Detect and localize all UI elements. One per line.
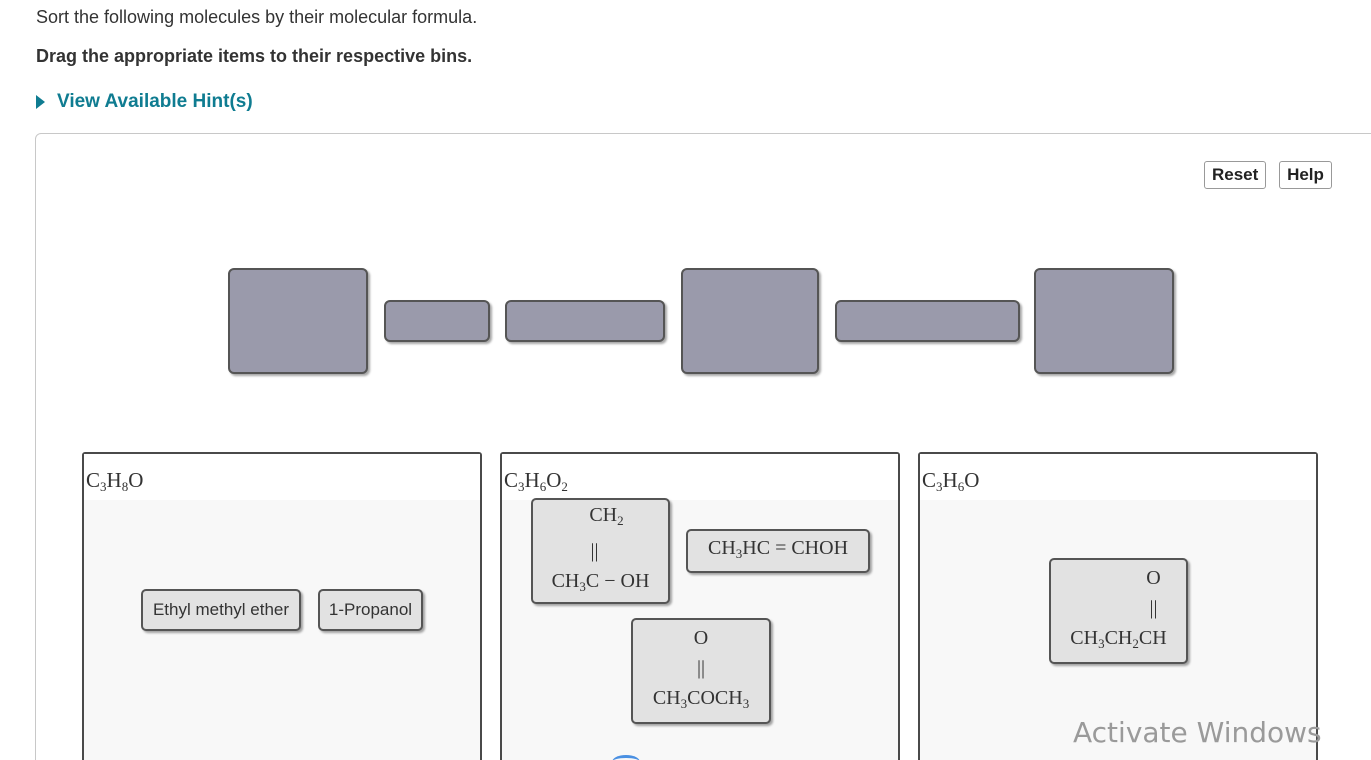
- double-bond: ||: [1149, 597, 1158, 619]
- draggable-item[interactable]: Ethyl methyl ether: [141, 589, 301, 631]
- bin-label: C3H6O2: [502, 454, 898, 500]
- formula-line: CH3HC = CHOH: [707, 537, 849, 561]
- item-label: Ethyl methyl ether: [152, 600, 290, 619]
- double-bond: ||: [696, 657, 705, 679]
- loading-indicator: [612, 755, 640, 760]
- drop-slot[interactable]: [1034, 268, 1174, 374]
- structure-line: CH3CH2CH: [1070, 627, 1167, 651]
- activate-windows-watermark: Activate Windows: [1073, 716, 1322, 749]
- structure-line: CH3C − OH: [551, 570, 650, 594]
- item-label: 1-Propanol: [328, 600, 413, 619]
- draggable-item[interactable]: 1-Propanol: [318, 589, 423, 631]
- structure-line: CH2: [589, 504, 624, 528]
- drop-slot[interactable]: [228, 268, 368, 374]
- bin-label: C3H6O: [920, 454, 1316, 500]
- drop-slot[interactable]: [505, 300, 665, 342]
- help-button[interactable]: Help: [1279, 161, 1332, 189]
- view-hints-link[interactable]: View Available Hint(s): [36, 91, 253, 113]
- drag-instruction: Drag the appropriate items to their resp…: [36, 46, 473, 66]
- bin-label: C3H8O: [84, 454, 480, 500]
- structure-line: O: [693, 627, 709, 649]
- double-bond: ||: [590, 540, 599, 562]
- reset-button[interactable]: Reset: [1204, 161, 1266, 189]
- drop-slot[interactable]: [835, 300, 1020, 342]
- structure-line: CH3COCH3: [652, 687, 750, 711]
- instruction-text: Sort the following molecules by their mo…: [36, 7, 478, 27]
- drop-slot[interactable]: [681, 268, 819, 374]
- view-hints-label: View Available Hint(s): [57, 91, 253, 112]
- draggable-structure[interactable]: CH2 || CH3C − OH: [531, 498, 670, 604]
- draggable-structure[interactable]: O || CH3COCH3: [631, 618, 771, 724]
- triangle-right-icon: [36, 95, 45, 109]
- draggable-structure[interactable]: O || CH3CH2CH: [1049, 558, 1188, 664]
- structure-line: O: [1146, 567, 1161, 589]
- draggable-formula[interactable]: CH3HC = CHOH: [686, 529, 870, 573]
- drop-slot[interactable]: [384, 300, 490, 342]
